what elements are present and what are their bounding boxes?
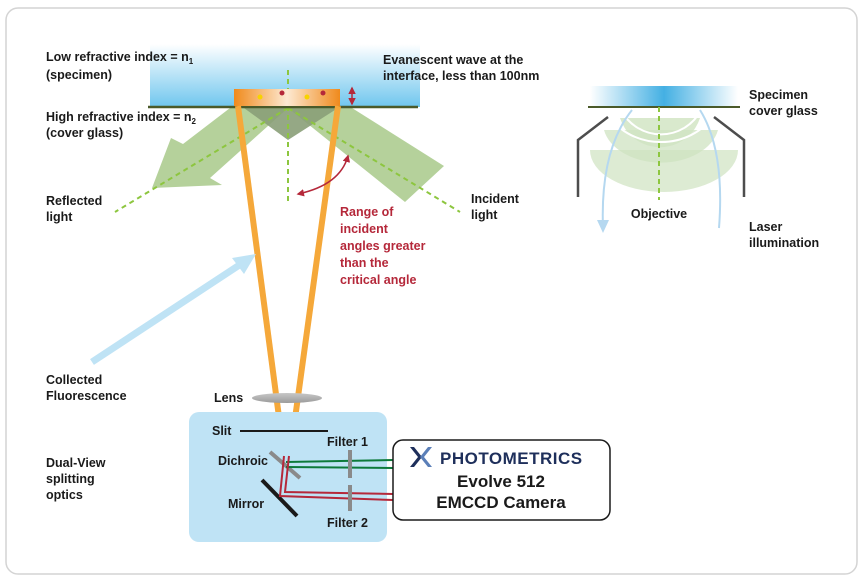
mirror bbox=[260, 478, 299, 518]
svg-text:light: light bbox=[46, 210, 73, 224]
label-angle-range: Range of incident angles greater than th… bbox=[340, 205, 426, 287]
label-high-index: High refractive index = n2 (cover glass) bbox=[46, 110, 197, 140]
label-low-index: Low refractive index = n1 (specimen) bbox=[46, 50, 194, 82]
camera-model: Evolve 512 bbox=[457, 472, 545, 491]
svg-text:(cover glass): (cover glass) bbox=[46, 126, 123, 140]
dual-view-box bbox=[189, 412, 387, 542]
label-collected-fluorescence: Collected Fluorescence bbox=[46, 373, 127, 403]
svg-text:optics: optics bbox=[46, 488, 83, 502]
collected-fluorescence-arrow bbox=[90, 254, 256, 365]
svg-text:Dual-View: Dual-View bbox=[46, 456, 106, 470]
svg-text:Incident: Incident bbox=[471, 192, 520, 206]
green-channel bbox=[285, 459, 394, 469]
svg-text:Range of: Range of bbox=[340, 205, 394, 219]
svg-text:splitting: splitting bbox=[46, 472, 95, 486]
svg-text:angles greater: angles greater bbox=[340, 239, 426, 253]
svg-text:High refractive index = n2: High refractive index = n2 bbox=[46, 110, 197, 126]
svg-text:than the: than the bbox=[340, 256, 389, 270]
svg-text:critical angle: critical angle bbox=[340, 273, 416, 287]
label-specimen-cover-glass: Specimen cover glass bbox=[749, 88, 818, 118]
label-reflected-light: Reflected light bbox=[46, 194, 102, 224]
svg-text:Collected: Collected bbox=[46, 373, 102, 387]
camera-box bbox=[392, 439, 611, 521]
svg-text:Low refractive index = n1: Low refractive index = n1 bbox=[46, 50, 194, 66]
incident-dashed-line bbox=[287, 107, 461, 213]
label-filter-1: Filter 1 bbox=[327, 435, 368, 449]
svg-text:light: light bbox=[471, 208, 498, 222]
lens bbox=[252, 393, 322, 403]
label-mirror: Mirror bbox=[228, 497, 264, 511]
label-slit: Slit bbox=[212, 424, 232, 438]
label-incident-light: Incident light bbox=[471, 192, 520, 222]
svg-text:interface, less than 100nm: interface, less than 100nm bbox=[383, 69, 539, 83]
overlap-triangle bbox=[244, 108, 338, 140]
svg-text:illumination: illumination bbox=[749, 236, 819, 250]
svg-text:Laser: Laser bbox=[749, 220, 782, 234]
label-laser-illumination: Laser illumination bbox=[749, 220, 819, 250]
camera-brand: PHOTOMETRICS bbox=[440, 449, 583, 468]
label-objective: Objective bbox=[631, 207, 687, 221]
svg-text:cover glass: cover glass bbox=[749, 104, 818, 118]
label-filter-2: Filter 2 bbox=[327, 516, 368, 530]
dichroic-mirror bbox=[268, 450, 302, 480]
red-channel bbox=[278, 455, 394, 501]
svg-text:(specimen): (specimen) bbox=[46, 68, 112, 82]
svg-text:Evanescent wave at the: Evanescent wave at the bbox=[383, 53, 523, 67]
svg-text:Reflected: Reflected bbox=[46, 194, 102, 208]
svg-text:incident: incident bbox=[340, 222, 389, 236]
camera-type: EMCCD Camera bbox=[436, 493, 566, 512]
label-lens: Lens bbox=[214, 391, 243, 405]
angle-range-arc bbox=[296, 154, 351, 197]
label-evanescent: Evanescent wave at the interface, less t… bbox=[383, 53, 539, 83]
photometrics-logo-icon bbox=[410, 447, 432, 467]
objective-inset bbox=[576, 86, 746, 233]
svg-text:Specimen: Specimen bbox=[749, 88, 808, 102]
label-dual-view: Dual-View splitting optics bbox=[46, 456, 106, 502]
reflected-dashed-line bbox=[114, 107, 289, 213]
label-dichroic: Dichroic bbox=[218, 454, 268, 468]
svg-text:Fluorescence: Fluorescence bbox=[46, 389, 127, 403]
evanescent-wave bbox=[234, 89, 340, 106]
